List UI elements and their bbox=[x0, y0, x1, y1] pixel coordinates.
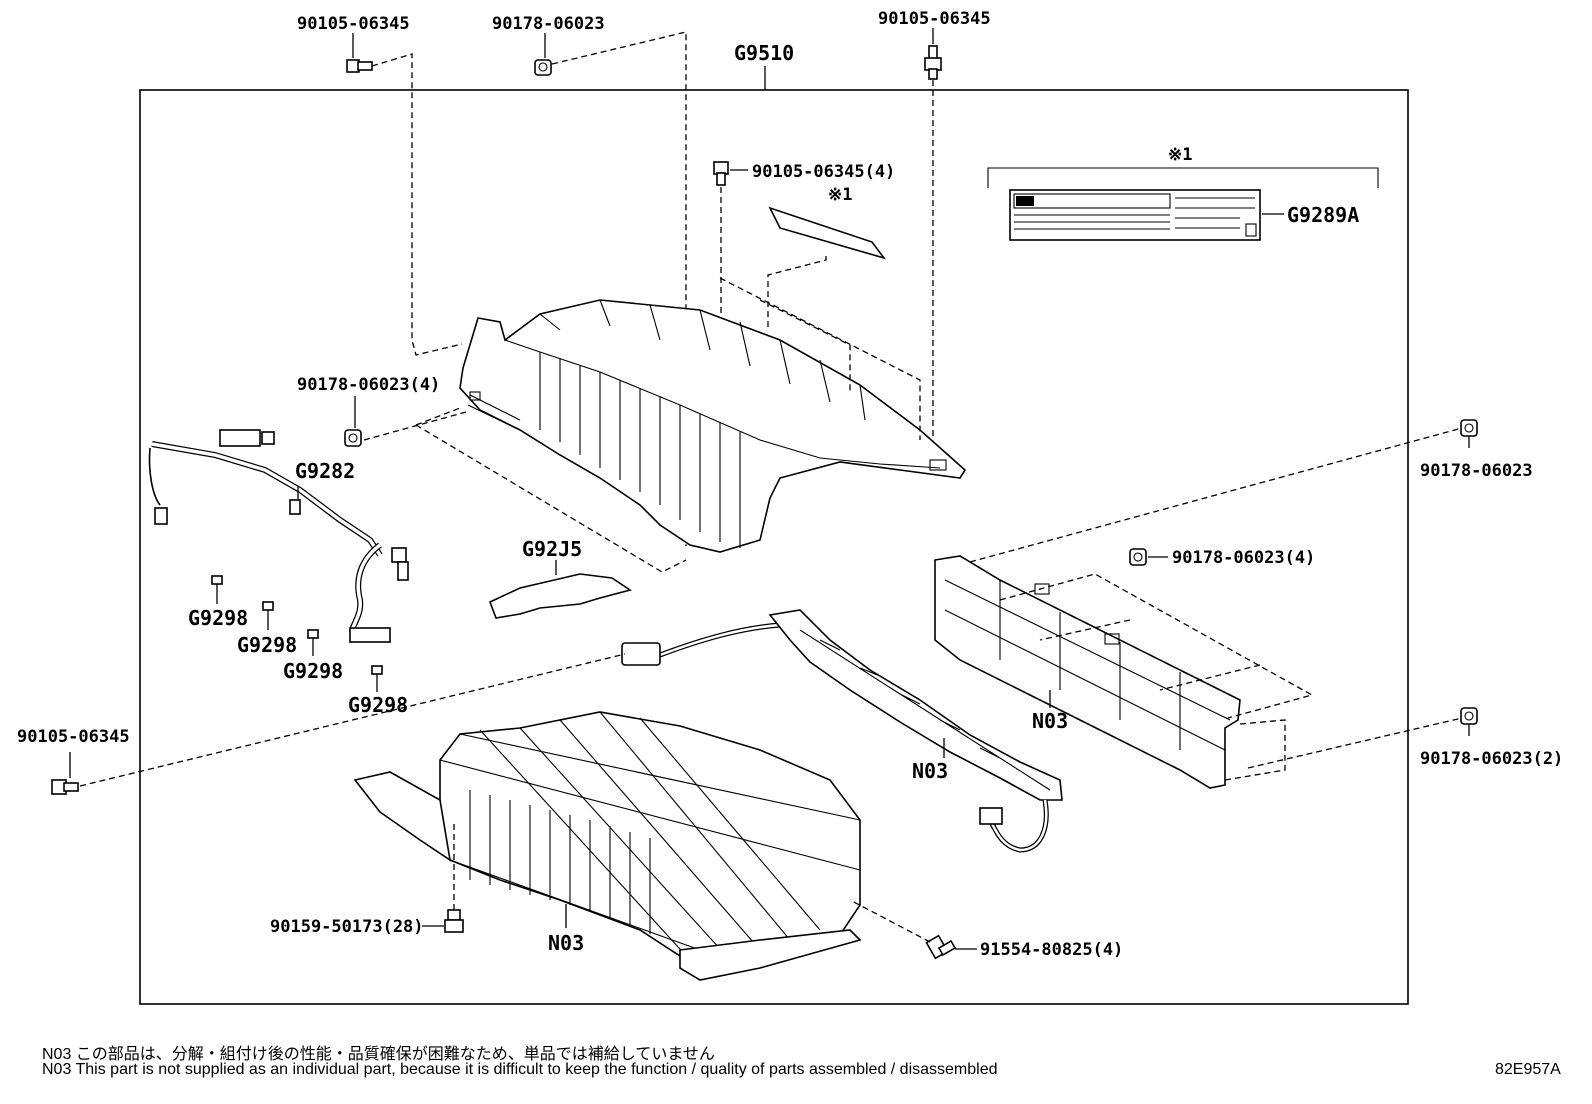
clamp-icon-1 bbox=[211, 575, 223, 604]
caution-label-sticker bbox=[1009, 189, 1261, 241]
cover-bolt-icon bbox=[713, 161, 729, 186]
bus-bar-module bbox=[621, 609, 1063, 853]
label-clamp-2: G9298 bbox=[237, 633, 297, 657]
label-bracket: G92J5 bbox=[522, 537, 582, 561]
label-cover-bolt: 90105-06345(4) bbox=[752, 162, 895, 182]
label-right-nut-2: 90178-06023(2) bbox=[1420, 749, 1563, 769]
label-top-left-bolt: 90105-06345 bbox=[297, 14, 410, 34]
right-nut-4-icon bbox=[1129, 548, 1147, 566]
left-bolt-icon bbox=[51, 779, 79, 795]
right-nut-top-icon bbox=[1460, 419, 1478, 437]
label-top-right-bolt: 90105-06345 bbox=[878, 9, 991, 29]
label-clamp-4: G9298 bbox=[348, 693, 408, 717]
g92j5-bracket bbox=[488, 573, 632, 619]
diagram-code: 82E957A bbox=[1495, 1061, 1561, 1078]
clamp-icon-3 bbox=[307, 629, 319, 656]
battery-cell-stack bbox=[353, 711, 862, 981]
label-stack-screw: 91554-80825(4) bbox=[980, 940, 1123, 960]
label-caution-label: G9289A bbox=[1287, 203, 1359, 227]
upper-battery-cover bbox=[459, 299, 967, 553]
label-n03-bracket: N03 bbox=[1032, 709, 1068, 733]
clamp-icon-4 bbox=[371, 665, 383, 692]
stack-screw-icon bbox=[925, 934, 957, 960]
label-wire-harness: G9282 bbox=[295, 459, 355, 483]
footnote-japanese: N03 この部品は、分解・組付け後の性能・品質確保が困難なため、単品では補給して… bbox=[42, 1046, 715, 1063]
top-left-bolt-icon bbox=[346, 59, 373, 73]
label-ref-mark-top: ※1 bbox=[1168, 145, 1192, 165]
label-stack-bolt: 90159-50173(28) bbox=[270, 917, 424, 937]
label-ref-mark-sticker: ※1 bbox=[828, 185, 852, 205]
label-right-nut-top: 90178-06023 bbox=[1420, 461, 1533, 481]
footnote-english: N03 This part is not supplied as an indi… bbox=[42, 1061, 998, 1078]
clamp-icon-2 bbox=[262, 601, 274, 630]
label-clamp-3: G9298 bbox=[283, 659, 343, 683]
label-top-nut: 90178-06023 bbox=[492, 14, 605, 34]
cover-nut-icon bbox=[344, 429, 362, 447]
stack-bolt-icon bbox=[444, 909, 464, 933]
label-n03-stack: N03 bbox=[548, 931, 584, 955]
label-right-nut-4: 90178-06023(4) bbox=[1172, 548, 1315, 568]
top-right-bolt-icon bbox=[924, 45, 942, 80]
label-assembly: G9510 bbox=[734, 41, 794, 65]
label-n03-bus: N03 bbox=[912, 759, 948, 783]
cover-sticker bbox=[768, 206, 887, 260]
label-left-bolt: 90105-06345 bbox=[17, 727, 130, 747]
right-nut-2-icon bbox=[1460, 707, 1478, 725]
assembly-frame bbox=[139, 89, 1409, 1005]
label-clamp-1: G9298 bbox=[188, 606, 248, 630]
label-cover-nut: 90178-06023(4) bbox=[297, 375, 440, 395]
wire-harness bbox=[148, 429, 409, 643]
battery-bracket-right bbox=[934, 555, 1241, 789]
top-nut-icon bbox=[534, 59, 552, 76]
